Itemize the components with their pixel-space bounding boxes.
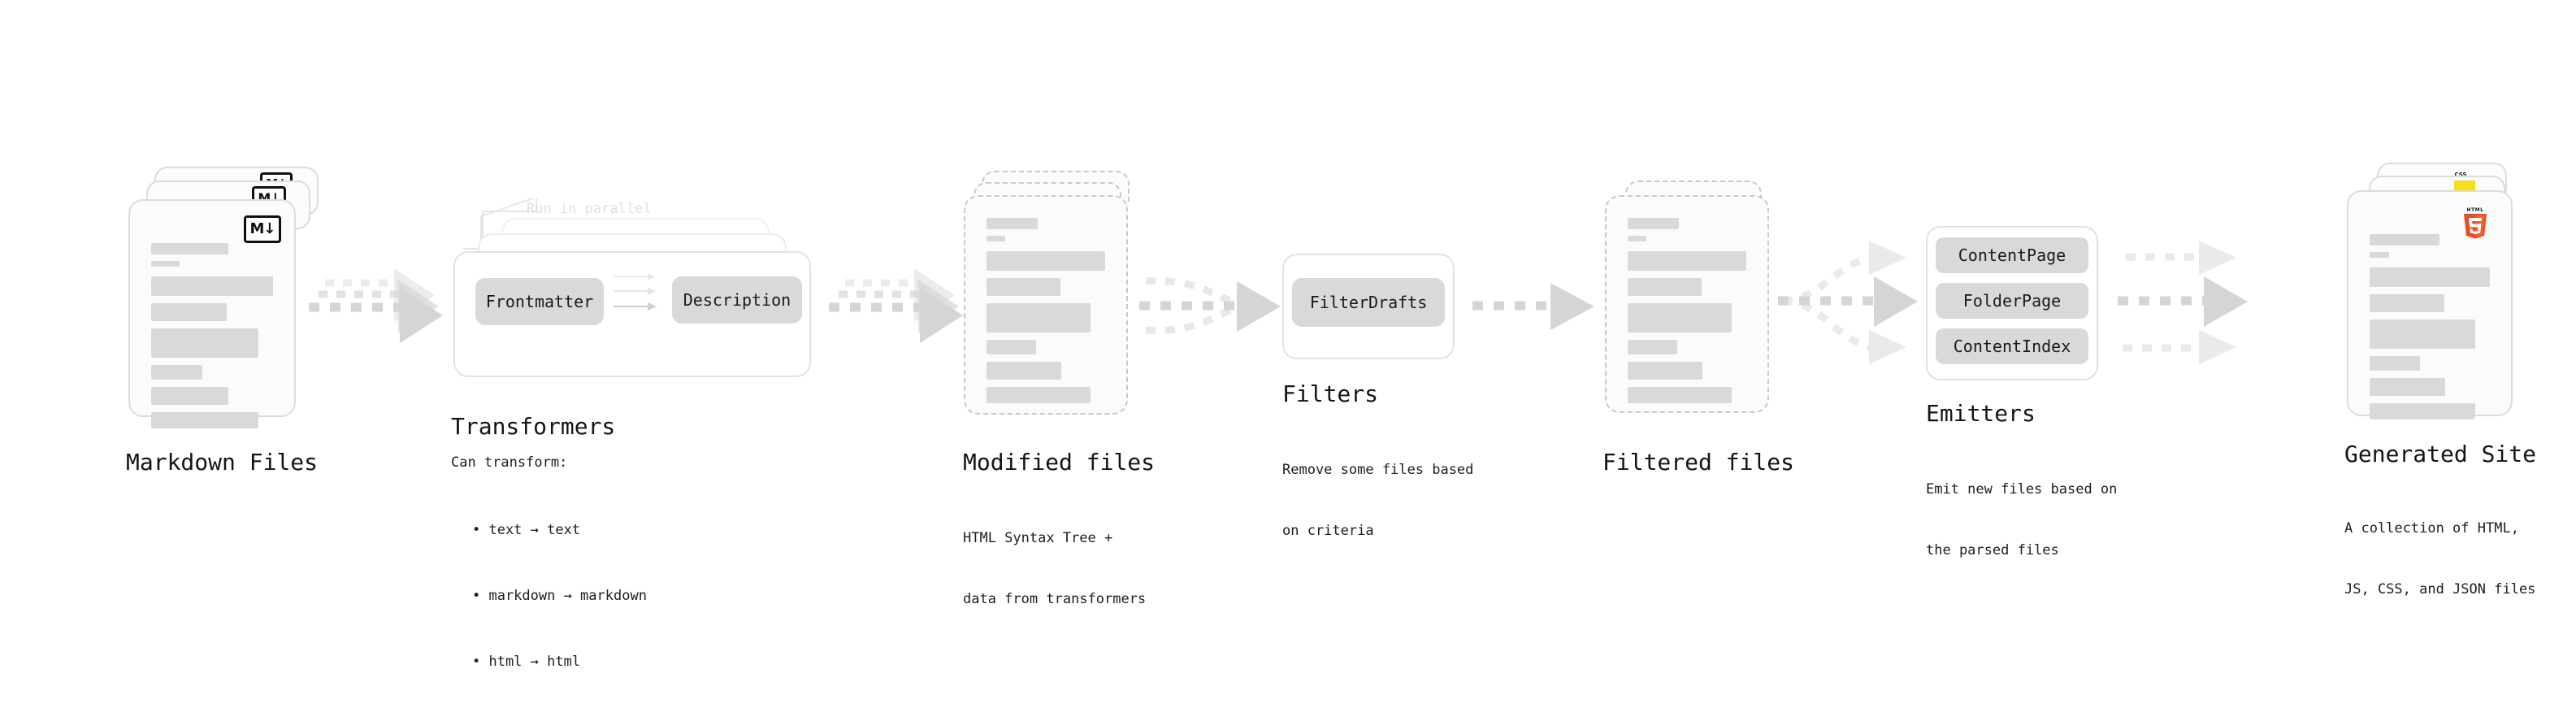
placeholder-bar <box>987 236 1006 241</box>
run-in-parallel-label: Run in parallel <box>527 201 652 217</box>
transformer-inner-arrows <box>614 273 657 311</box>
filtered-placeholder-lines <box>1628 218 1746 403</box>
site-placeholder-lines <box>2370 234 2490 419</box>
markdown-badge-front: M↓ <box>244 215 281 243</box>
modified-placeholder-lines <box>987 218 1105 403</box>
placeholder-bar <box>1628 251 1746 271</box>
transformers-list-intro: Can transform: <box>451 454 568 471</box>
stage-title-filters: Filters <box>1282 380 1379 407</box>
stage-title-modified-files: Modified files <box>963 449 1156 476</box>
placeholder-bar <box>987 303 1091 332</box>
transformer-chip-frontmatter[interactable]: Frontmatter <box>475 278 604 325</box>
subtitle-line: the parsed files <box>1926 542 2059 558</box>
svg-text:CSS: CSS <box>2454 172 2466 178</box>
placeholder-bar <box>2370 403 2476 419</box>
list-item: • text → text <box>472 522 581 538</box>
placeholder-bar <box>151 387 228 405</box>
filters-subtitle: Remove some files based on criteria <box>1282 419 1473 582</box>
stage-title-generated-site: Generated Site <box>2344 441 2537 467</box>
stage-title-filtered-files: Filtered files <box>1602 449 1795 476</box>
placeholder-bar <box>1628 218 1679 229</box>
stage-title-emitters: Emitters <box>1926 400 2036 427</box>
generated-site-subtitle: A collection of HTML, JS, CSS, and JSON … <box>2344 478 2535 641</box>
connector-filters-to-filtered <box>1472 283 1594 330</box>
emitters-subtitle: Emit new files based on the parsed files <box>1926 439 2117 602</box>
list-item: • html → html <box>472 654 581 670</box>
placeholder-bar <box>987 362 1061 380</box>
subtitle-line: Emit new files based on <box>1926 481 2118 498</box>
site-file-card-front: HTML <box>2347 190 2513 419</box>
placeholder-bar <box>2370 356 2421 371</box>
placeholder-bar <box>1628 303 1733 332</box>
placeholder-bar <box>1628 387 1733 403</box>
list-item: • markdown → markdown <box>472 588 647 604</box>
subtitle-line: A collection of HTML, <box>2344 520 2519 537</box>
filtered-file-card-front <box>1605 195 1769 413</box>
placeholder-bar <box>2370 294 2444 312</box>
emitter-chip-contentpage[interactable]: ContentPage <box>1936 237 2088 273</box>
placeholder-bar <box>1628 236 1647 241</box>
subtitle-line: HTML Syntax Tree + <box>963 530 1113 546</box>
subtitle-line: JS, CSS, and JSON files <box>2344 581 2536 598</box>
placeholder-bar <box>1628 362 1702 380</box>
placeholder-bar <box>151 303 227 321</box>
emitter-chip-folderpage[interactable]: FolderPage <box>1936 283 2088 319</box>
subtitle-line: data from transformers <box>963 591 1147 607</box>
placeholder-bar <box>2370 252 2389 258</box>
placeholder-bar <box>987 278 1060 296</box>
placeholder-bar <box>151 365 202 380</box>
modified-files-subtitle: HTML Syntax Tree + data from transformer… <box>963 488 1146 650</box>
placeholder-bar <box>1628 340 1678 354</box>
placeholder-bar <box>151 276 273 296</box>
html5-badge: HTML <box>2464 207 2487 239</box>
placeholder-bar <box>151 412 258 428</box>
connector-md-to-transformers <box>309 268 443 343</box>
placeholder-bar <box>987 340 1037 354</box>
transformer-chip-description[interactable]: Description <box>672 276 802 324</box>
connector-modified-to-filters <box>1139 276 1281 335</box>
pipeline-diagram: M↓ M↓ M↓ Markdown Files <box>126 163 2537 670</box>
placeholder-bar <box>151 261 180 267</box>
svg-text:HTML: HTML <box>2467 207 2484 213</box>
modified-file-card-front <box>964 195 1128 415</box>
placeholder-bar <box>987 251 1105 271</box>
subtitle-line: Remove some files based <box>1282 462 1474 478</box>
connector-transformers-to-modified <box>829 268 963 343</box>
stage-title-transformers: Transformers <box>451 413 616 440</box>
markdown-file-card-front: M↓ <box>128 199 296 428</box>
subtitle-line: on criteria <box>1282 523 1374 539</box>
placeholder-bar <box>987 387 1091 403</box>
transformers-list: • text → text • markdown → markdown • ht… <box>459 476 647 717</box>
emitter-chip-contentindex[interactable]: ContentIndex <box>1936 328 2088 364</box>
placeholder-bar <box>2370 378 2446 396</box>
placeholder-bar <box>151 328 258 358</box>
placeholder-bar <box>2370 267 2490 287</box>
connector-emitters-to-site <box>2118 241 2248 364</box>
markdown-placeholder-lines <box>151 243 273 428</box>
filter-chip-filterdrafts[interactable]: FilterDrafts <box>1292 278 1445 327</box>
placeholder-bar <box>987 218 1038 229</box>
placeholder-bar <box>2370 319 2476 349</box>
placeholder-bar <box>2370 234 2439 246</box>
placeholder-bar <box>1628 278 1702 296</box>
placeholder-bar <box>151 243 228 254</box>
connector-filtered-to-emitters <box>1778 241 1918 364</box>
stage-title-markdown-files: Markdown Files <box>126 449 319 476</box>
